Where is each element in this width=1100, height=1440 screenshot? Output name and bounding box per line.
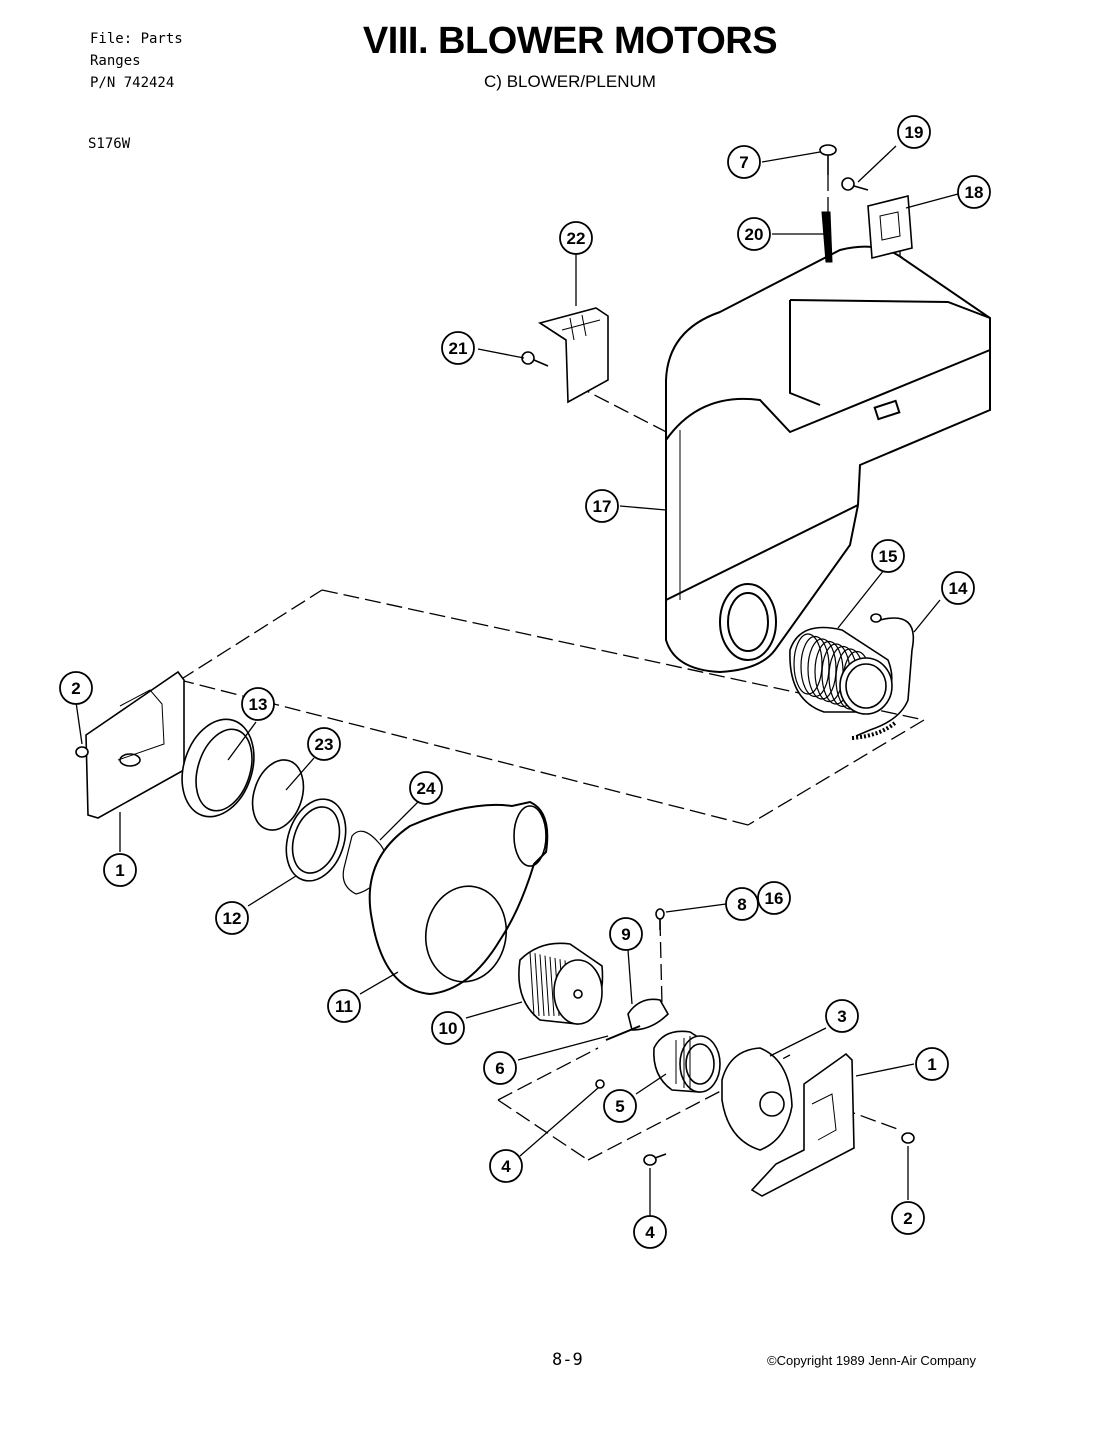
callout-1: 1 xyxy=(103,853,137,887)
callout-21: 21 xyxy=(441,331,475,365)
hose-rib xyxy=(807,638,837,700)
category-line: Ranges xyxy=(90,53,141,69)
callout-17: 17 xyxy=(585,489,619,523)
callout-label: 3 xyxy=(837,1007,846,1026)
callout-label: 6 xyxy=(495,1059,504,1078)
blower-motor xyxy=(653,1030,721,1093)
copyright-notice: ©Copyright 1989 Jenn-Air Company xyxy=(767,1353,977,1368)
callout-4: 4 xyxy=(489,1149,523,1183)
callout-label: 5 xyxy=(615,1097,624,1116)
inlet-rings xyxy=(181,718,347,882)
callout-label: 21 xyxy=(449,339,468,358)
callout-11: 11 xyxy=(327,989,361,1023)
callout-1: 1 xyxy=(915,1047,949,1081)
callout-label: 2 xyxy=(71,679,80,698)
leader-lines xyxy=(75,145,959,1216)
callout-label: 16 xyxy=(765,889,784,908)
callout-label: 15 xyxy=(879,547,898,566)
callout-23: 23 xyxy=(307,727,341,761)
callout-label: 7 xyxy=(739,153,748,172)
motor-mount-strap xyxy=(605,998,669,1041)
wheel-blade xyxy=(539,954,545,1017)
callout-8: 8 xyxy=(725,887,759,921)
cover-plate xyxy=(867,194,913,260)
callout-label: 17 xyxy=(593,497,612,516)
callout-label: 4 xyxy=(501,1157,511,1176)
callout-9: 9 xyxy=(609,917,643,951)
callout-2: 2 xyxy=(891,1201,925,1235)
file-line: File: Parts xyxy=(90,31,183,47)
flex-hose xyxy=(789,613,914,740)
callout-10: 10 xyxy=(431,1011,465,1045)
callout-18: 18 xyxy=(957,175,991,209)
callout-label: 9 xyxy=(621,925,630,944)
callout-label: 19 xyxy=(905,123,924,142)
left-mounting-bracket xyxy=(75,670,185,819)
callout-5: 5 xyxy=(603,1089,637,1123)
callout-24: 24 xyxy=(409,771,443,805)
callout-label: 24 xyxy=(417,779,436,798)
callout-label: 4 xyxy=(645,1223,655,1242)
callout-label: 22 xyxy=(567,229,586,248)
callout-label: 14 xyxy=(949,579,968,598)
model-number: S176W xyxy=(88,136,131,152)
callout-2: 2 xyxy=(59,671,93,705)
blower-housing xyxy=(368,800,549,996)
callout-14: 14 xyxy=(941,571,975,605)
callout-20: 20 xyxy=(737,217,771,251)
wheel-blade xyxy=(544,955,550,1017)
callout-4: 4 xyxy=(633,1215,667,1249)
hose-rib xyxy=(800,635,830,698)
page-title: VIII. BLOWER MOTORS xyxy=(362,20,778,62)
callout-13: 13 xyxy=(241,687,275,721)
plenum-housing xyxy=(665,245,991,674)
plenum-bracket xyxy=(538,307,609,404)
callout-label: 20 xyxy=(745,225,764,244)
callout-7: 7 xyxy=(727,145,761,179)
callout-label: 18 xyxy=(965,183,984,202)
callout-label: 1 xyxy=(115,861,124,880)
hose-rib xyxy=(793,633,823,695)
wheel-blade xyxy=(534,953,540,1017)
callout-label: 11 xyxy=(335,997,353,1016)
right-mounting-bracket xyxy=(750,1052,915,1197)
callout-19: 19 xyxy=(897,115,931,149)
page-number: 8-9 xyxy=(552,1350,583,1370)
part-number-line: P/N 742424 xyxy=(90,75,175,91)
callout-label: 8 xyxy=(737,895,746,914)
callout-22: 22 xyxy=(559,221,593,255)
motor-plate xyxy=(721,1047,793,1151)
bottom-screws xyxy=(595,908,667,1166)
callout-12: 12 xyxy=(215,901,249,935)
wheel-blade xyxy=(529,951,535,1017)
wheel-blade xyxy=(549,956,555,1017)
callout-16: 16 xyxy=(757,881,791,915)
callout-3: 3 xyxy=(825,999,859,1033)
callout-label: 2 xyxy=(903,1209,912,1228)
document-meta: File: Parts Ranges P/N 742424 xyxy=(90,28,183,94)
callout-label: 13 xyxy=(249,695,268,714)
callout-label: 12 xyxy=(223,909,242,928)
blower-wheel xyxy=(518,942,604,1025)
callout-15: 15 xyxy=(871,539,905,573)
small-hardware xyxy=(521,144,869,367)
page-subtitle: C) BLOWER/PLENUM xyxy=(484,72,656,91)
callout-label: 10 xyxy=(439,1019,458,1038)
callout-label: 23 xyxy=(315,735,334,754)
callout-label: 1 xyxy=(927,1055,936,1074)
callout-6: 6 xyxy=(483,1051,517,1085)
